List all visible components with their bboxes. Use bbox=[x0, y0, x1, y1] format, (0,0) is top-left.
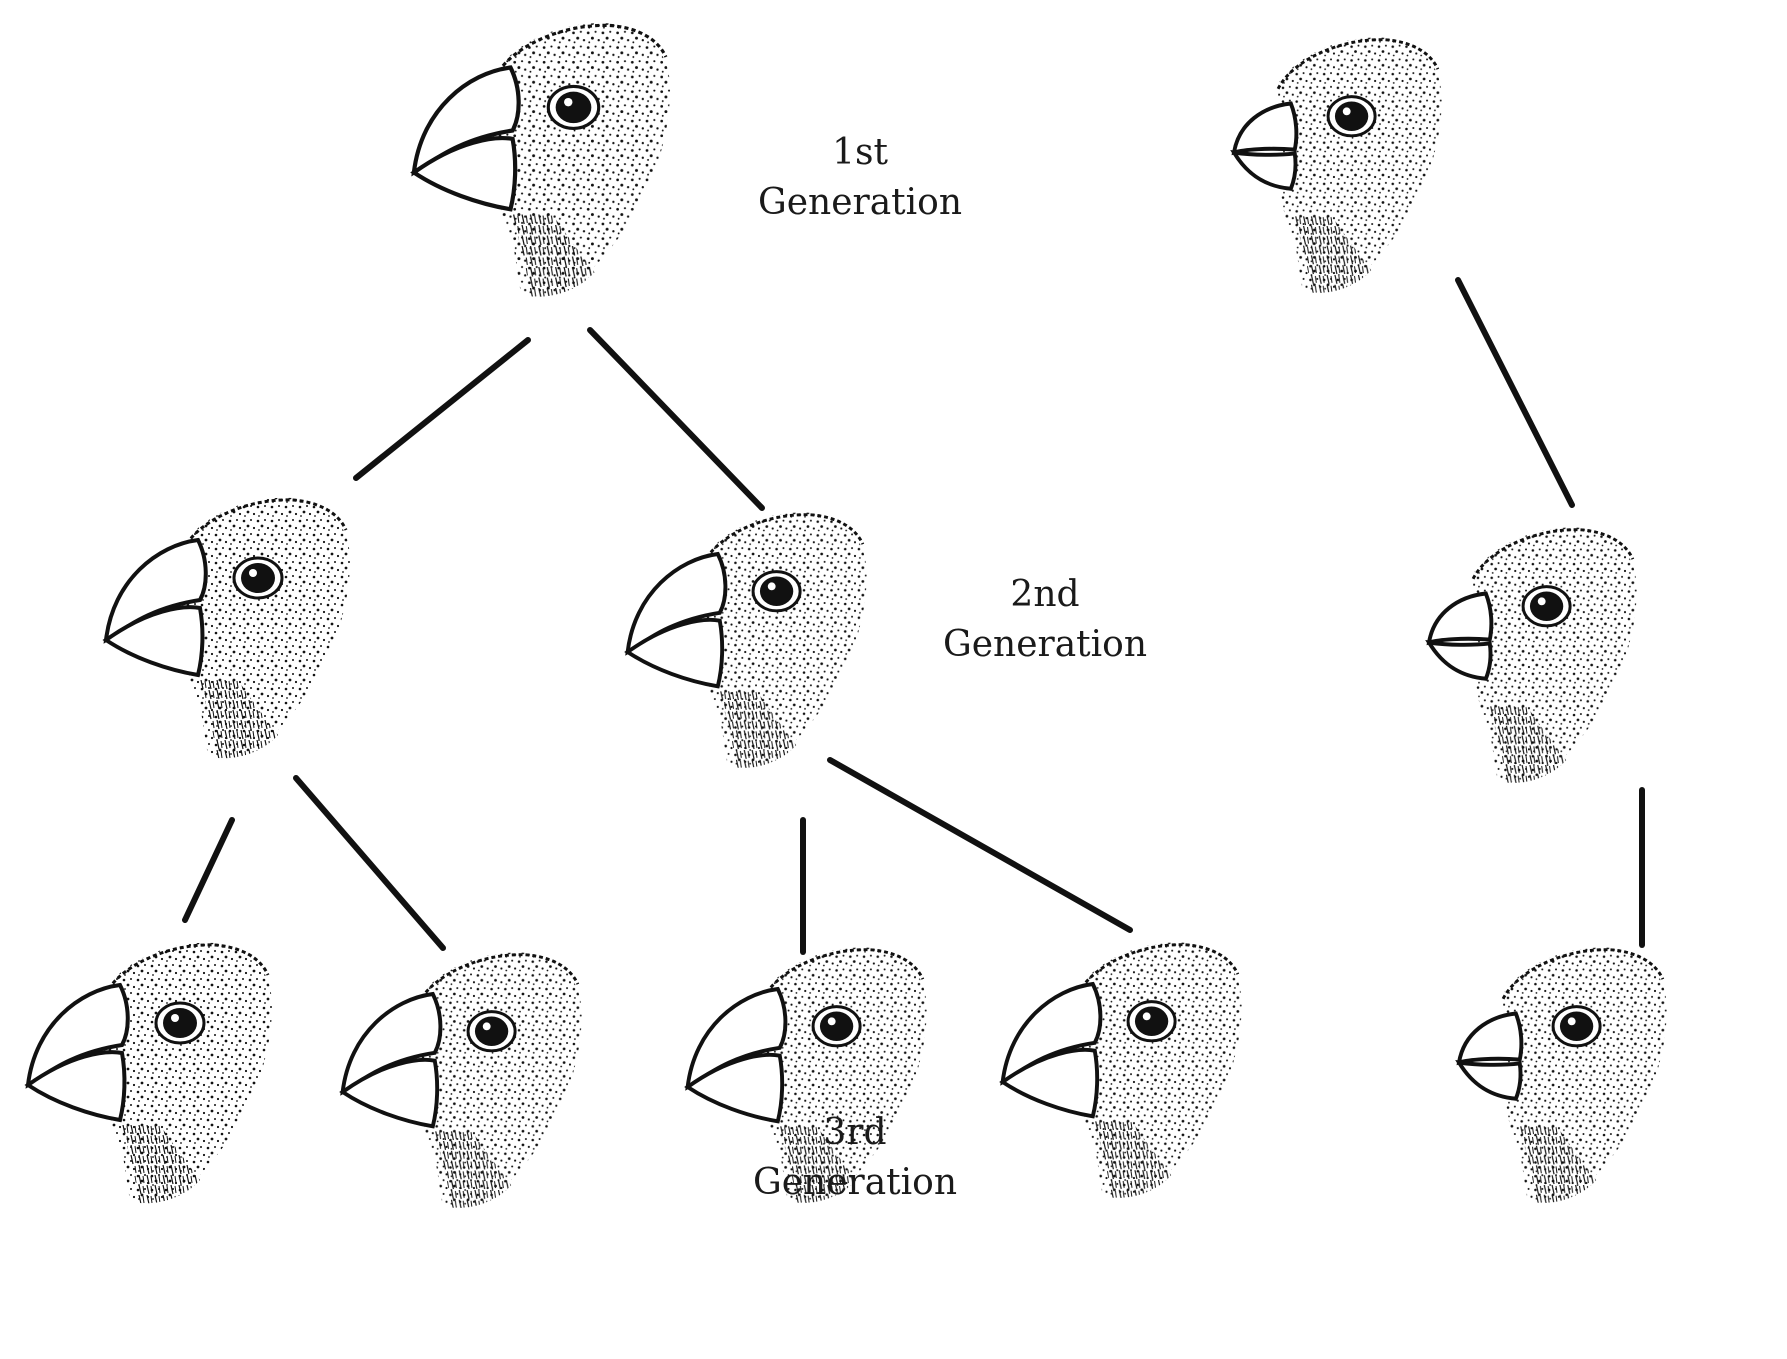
lower-beak bbox=[1429, 643, 1491, 679]
eye-highlight bbox=[1568, 1017, 1576, 1025]
generation-label-3rd: 3rd Generation bbox=[725, 1108, 985, 1208]
eye-highlight bbox=[828, 1017, 836, 1025]
bird-head-gen3-a-large bbox=[28, 943, 272, 1204]
connector-gen1-to-gen2-right bbox=[590, 330, 762, 508]
eye-pupil bbox=[1135, 1007, 1168, 1036]
feather-stipple bbox=[495, 23, 670, 295]
bird-head-gen2-left-large bbox=[106, 498, 350, 759]
generation-ordinal: 2nd bbox=[915, 570, 1175, 620]
eye-pupil bbox=[1530, 592, 1563, 621]
bird-head-gen3-d-large bbox=[1003, 943, 1242, 1198]
lower-beak bbox=[1234, 153, 1296, 189]
feather-stipple bbox=[1473, 528, 1637, 782]
upper-beak bbox=[1459, 1014, 1521, 1063]
bird-head-gen3-b-large bbox=[343, 953, 582, 1208]
lineage-connectors bbox=[185, 280, 1642, 952]
feather-stipple bbox=[105, 943, 272, 1202]
eye-pupil bbox=[820, 1012, 853, 1041]
feather-stipple bbox=[183, 498, 350, 757]
bird-head-gen3-left-large bbox=[628, 513, 867, 768]
generation-ordinal: 1st bbox=[740, 128, 980, 178]
lower-beak bbox=[1459, 1063, 1521, 1099]
generation-ordinal: 3rd bbox=[725, 1108, 985, 1158]
generation-label-2nd: 2nd Generation bbox=[915, 570, 1175, 670]
bird-head-gen2-small bbox=[1429, 528, 1637, 783]
eye-pupil bbox=[163, 1008, 197, 1038]
eye-highlight bbox=[1538, 597, 1546, 605]
feather-stipple bbox=[703, 513, 867, 767]
eye-highlight bbox=[1143, 1012, 1151, 1020]
eye-pupil bbox=[1560, 1012, 1593, 1041]
eye-pupil bbox=[556, 92, 592, 124]
eye-highlight bbox=[171, 1014, 179, 1022]
generation-word: Generation bbox=[740, 178, 980, 228]
eye-pupil bbox=[1335, 102, 1368, 131]
feather-stipple bbox=[1278, 38, 1442, 292]
connector-gen2left-to-gen3b bbox=[296, 778, 443, 948]
connector-gen2right-to-gen3d bbox=[830, 760, 1130, 930]
feather-stipple bbox=[1078, 943, 1242, 1197]
generation-label-1st: 1st Generation bbox=[740, 128, 980, 228]
bird-head-gen3-small bbox=[1459, 948, 1667, 1203]
generation-word: Generation bbox=[725, 1158, 985, 1208]
connector-gen1-to-gen2-left bbox=[356, 340, 528, 478]
connector-gen2left-to-gen3a bbox=[185, 820, 232, 920]
generation-word: Generation bbox=[915, 620, 1175, 670]
eye-highlight bbox=[483, 1022, 491, 1030]
eye-pupil bbox=[241, 563, 275, 593]
eye-highlight bbox=[564, 98, 572, 106]
eye-highlight bbox=[249, 569, 257, 577]
upper-beak bbox=[1234, 104, 1296, 153]
feather-stipple bbox=[1503, 948, 1667, 1202]
eye-highlight bbox=[768, 582, 776, 590]
eye-pupil bbox=[475, 1017, 508, 1046]
bird-head-gen1-large bbox=[414, 23, 670, 297]
eye-pupil bbox=[760, 577, 793, 606]
connector-small-gen1-to-gen2 bbox=[1458, 280, 1572, 505]
bird-head-gen1-small bbox=[1234, 38, 1442, 293]
eye-highlight bbox=[1343, 107, 1351, 115]
feather-stipple bbox=[418, 953, 582, 1207]
upper-beak bbox=[1429, 594, 1491, 643]
